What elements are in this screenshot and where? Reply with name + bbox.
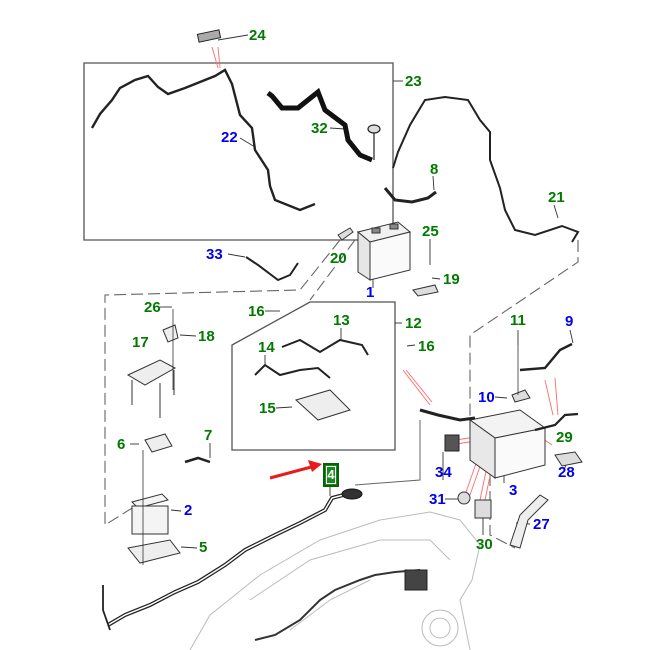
module-30 xyxy=(474,499,492,519)
bracket-7 xyxy=(184,456,211,464)
callout-6[interactable]: 6 xyxy=(117,436,126,453)
callout-5[interactable]: 5 xyxy=(199,539,208,556)
callout-15[interactable]: 15 xyxy=(259,400,276,417)
callout-16-left[interactable]: 16 xyxy=(248,303,265,320)
cable-9 xyxy=(519,342,573,372)
cable-33 xyxy=(245,256,299,282)
callout-30[interactable]: 30 xyxy=(476,536,493,553)
cable-22 xyxy=(90,68,316,212)
battery-1 xyxy=(356,221,412,281)
cable-8 xyxy=(383,187,437,204)
callout-14[interactable]: 14 xyxy=(258,339,275,356)
callout-19[interactable]: 19 xyxy=(443,271,460,288)
vehicle-outline xyxy=(189,511,481,650)
callout-25[interactable]: 25 xyxy=(422,223,439,240)
battery-2 xyxy=(131,493,169,535)
cover-28 xyxy=(554,451,583,467)
dashed-boundary-left xyxy=(104,239,341,526)
callout-13[interactable]: 13 xyxy=(333,312,350,329)
callout-28[interactable]: 28 xyxy=(558,464,575,481)
clip-24 xyxy=(196,29,222,43)
cable-13 xyxy=(281,338,369,356)
callout-3[interactable]: 3 xyxy=(509,482,518,499)
cap-31 xyxy=(457,491,471,505)
callout-31[interactable]: 31 xyxy=(429,491,446,508)
callout-11[interactable]: 11 xyxy=(510,312,526,329)
group-box-23 xyxy=(83,62,394,241)
dashed-boundary-battery-aux xyxy=(309,239,356,301)
bracket-20 xyxy=(337,227,354,241)
dashed-boundary-right xyxy=(469,240,579,430)
cable-29 xyxy=(534,412,579,432)
callout-26[interactable]: 26 xyxy=(144,299,161,316)
callout-10[interactable]: 10 xyxy=(478,389,495,406)
callout-33[interactable]: 33 xyxy=(206,246,223,263)
callout-2[interactable]: 2 xyxy=(184,502,193,519)
callout-32[interactable]: 32 xyxy=(311,120,328,137)
connector-34 xyxy=(444,434,460,452)
battery-3 xyxy=(468,409,547,479)
bracket-19 xyxy=(412,284,439,297)
callout-34[interactable]: 34 xyxy=(435,464,452,481)
callout-23[interactable]: 23 xyxy=(405,73,422,90)
harness-link xyxy=(354,420,421,486)
cable-21 xyxy=(392,95,580,243)
callout-16-right[interactable]: 16 xyxy=(418,338,435,355)
pointer-arrow xyxy=(269,460,322,480)
group-box-12 xyxy=(231,301,396,451)
module-6 xyxy=(144,433,173,453)
grommet xyxy=(367,124,381,160)
interior-battery xyxy=(404,569,428,591)
floor-harness-core xyxy=(107,491,356,626)
callout-9[interactable]: 9 xyxy=(565,313,574,330)
interior-harness xyxy=(254,569,421,641)
bracket-18 xyxy=(162,324,179,343)
dashed-boundary-right-lower xyxy=(489,440,516,549)
harness-tail xyxy=(102,585,111,631)
callout-12[interactable]: 12 xyxy=(405,315,422,332)
bracket-27 xyxy=(509,494,549,549)
callout-8[interactable]: 8 xyxy=(430,161,439,178)
callout-21[interactable]: 21 xyxy=(548,189,565,206)
callout-27[interactable]: 27 xyxy=(533,516,550,533)
harness-main xyxy=(419,408,476,422)
cable-14 xyxy=(254,363,331,379)
bracket-17 xyxy=(126,359,177,418)
callout-1[interactable]: 1 xyxy=(366,284,375,301)
tray-5 xyxy=(127,539,181,564)
callout-29[interactable]: 29 xyxy=(556,429,573,446)
connector-4 xyxy=(341,488,363,500)
callout-20[interactable]: 20 xyxy=(330,250,347,267)
cable-32 xyxy=(266,87,373,163)
module-15 xyxy=(295,389,351,421)
callout-17[interactable]: 17 xyxy=(132,334,149,351)
callout-7[interactable]: 7 xyxy=(204,427,213,444)
callout-24[interactable]: 24 xyxy=(249,27,266,44)
callout-4-highlighted[interactable]: 4 xyxy=(323,463,339,487)
leader-lines xyxy=(130,34,574,549)
callout-18[interactable]: 18 xyxy=(198,328,215,345)
bracket-10 xyxy=(511,389,531,403)
callout-22[interactable]: 22 xyxy=(221,129,238,146)
